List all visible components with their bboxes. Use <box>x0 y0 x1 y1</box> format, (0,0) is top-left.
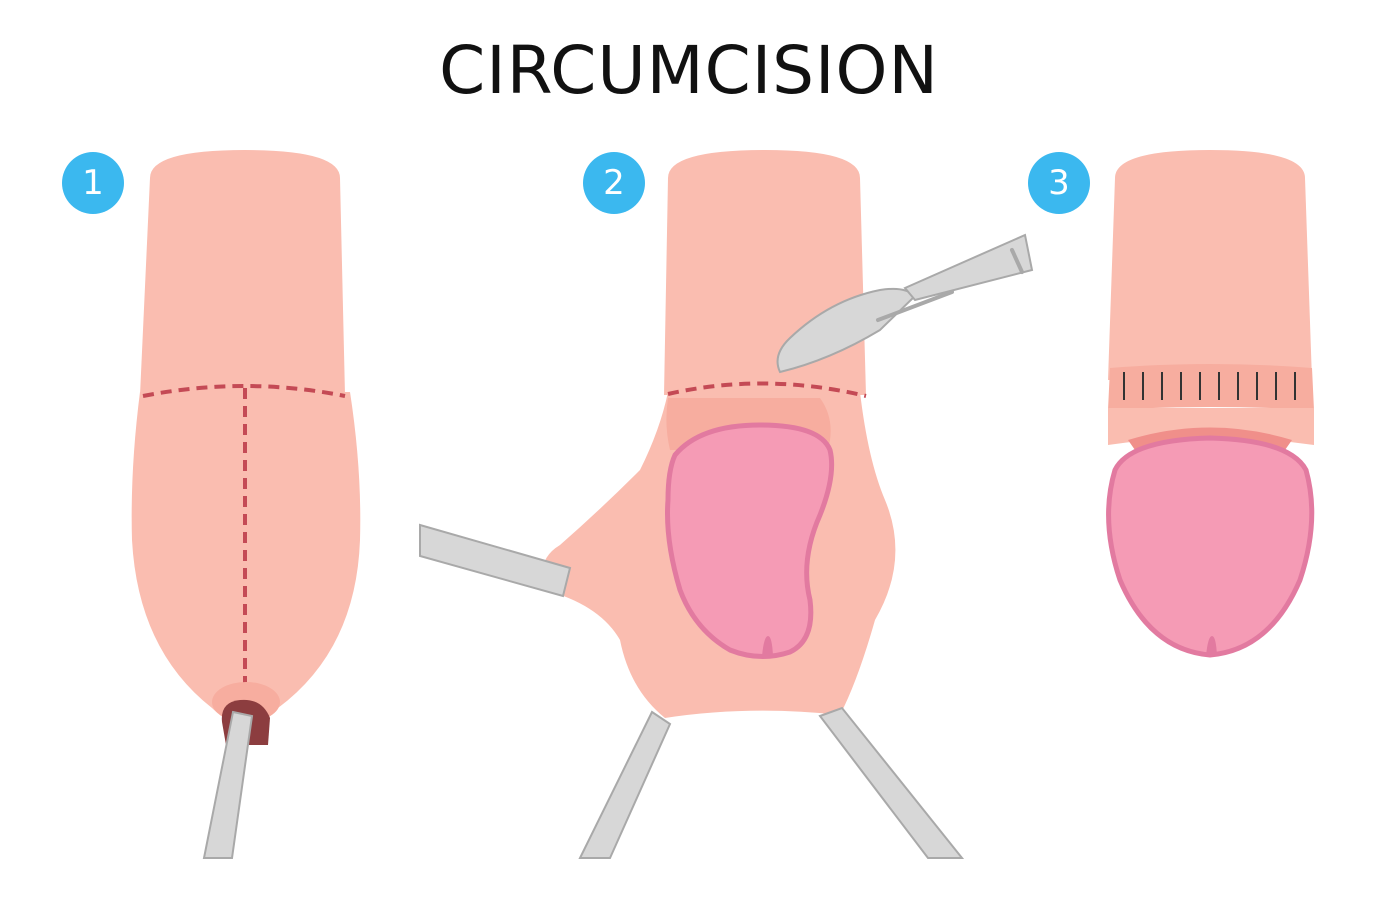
step-2-glans-meatus <box>762 636 773 656</box>
step-2-shaft <box>664 150 866 395</box>
step-2-scalpel-mark <box>1010 248 1024 274</box>
step-2-cut-line <box>667 381 867 398</box>
step-2-scalpel-handle <box>903 233 1034 302</box>
step-3-suture-band <box>1108 364 1314 410</box>
step-3-illustration <box>1106 150 1315 658</box>
step-3-shaft <box>1108 150 1312 380</box>
step-1-horizontal-cut-line <box>142 384 346 398</box>
diagram-title: CIRCUMCISION <box>439 32 939 109</box>
step-1-probe-tool <box>202 710 254 859</box>
step-1-badge: 1 <box>62 152 124 214</box>
step-3-glans <box>1106 435 1315 658</box>
step-2-lower-right-clamp-tool <box>818 706 965 859</box>
step-1-shaft <box>140 150 345 395</box>
step-3-glans-meatus <box>1206 636 1217 656</box>
step-3-stitches <box>1123 372 1296 400</box>
step-3-badge: 3 <box>1028 152 1090 214</box>
step-2-badge: 2 <box>583 152 645 214</box>
step-1-illustration <box>131 150 361 859</box>
step-2-scalpel-tool <box>776 233 1034 374</box>
step-2-lower-left-clamp-tool <box>578 710 672 859</box>
step-2-glans <box>665 422 835 659</box>
step-2-scalpel-blade <box>776 287 917 374</box>
step-2-left-clamp-tool <box>419 523 572 598</box>
step-2-illustration <box>419 150 1034 859</box>
step-2-scalpel-slot <box>876 290 954 322</box>
